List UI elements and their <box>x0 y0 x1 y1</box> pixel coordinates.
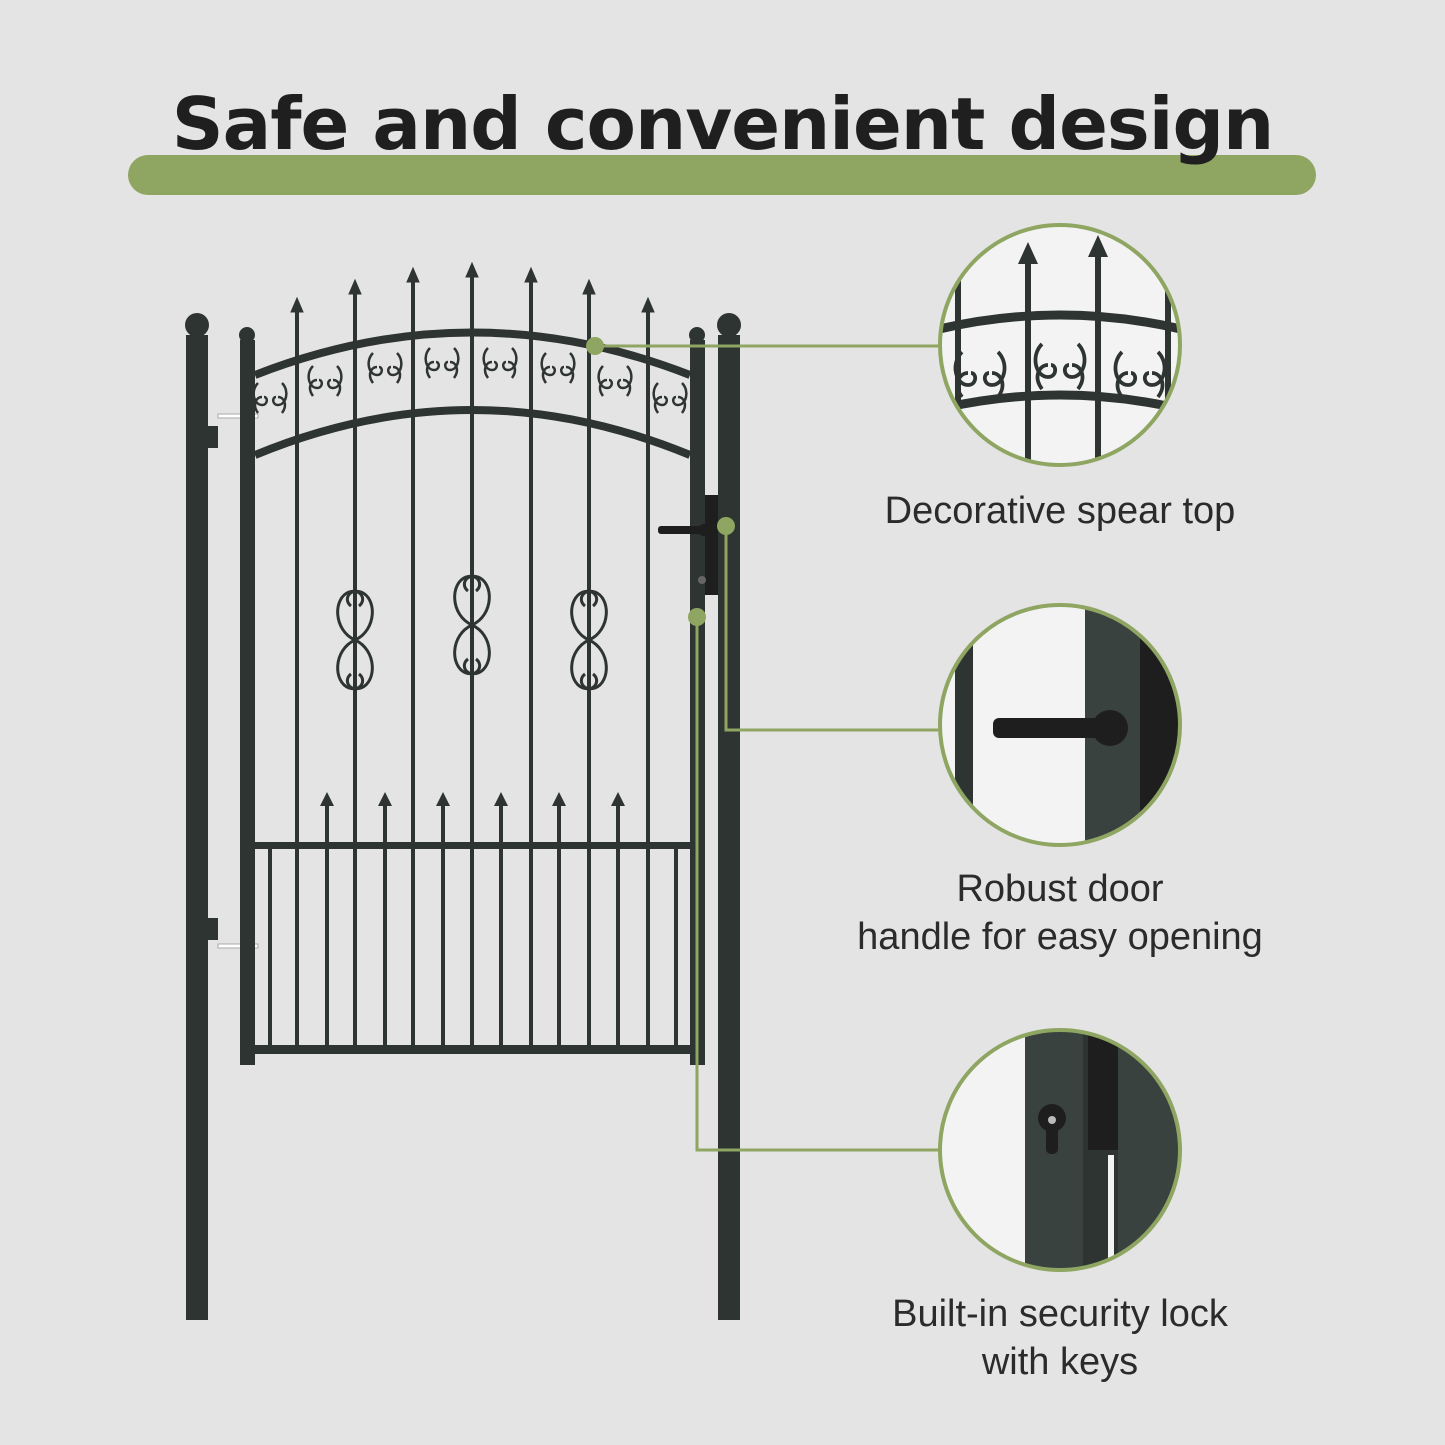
left-post <box>185 313 209 1320</box>
caption-line: Built-in security lock <box>892 1293 1228 1335</box>
door-handle[interactable] <box>658 495 718 595</box>
feature-caption-security-lock: Built-in security lock with keys <box>780 1290 1340 1386</box>
top-hinge <box>208 413 259 448</box>
right-post <box>717 313 741 1320</box>
feature-caption-spear-top: Decorative spear top <box>780 487 1340 535</box>
callout-lines <box>595 344 940 1152</box>
feature-caption-door-handle: Robust door handle for easy opening <box>780 865 1340 961</box>
bottom-hinge <box>208 918 259 949</box>
title-highlight-bar <box>128 155 1316 195</box>
spear-top-icon <box>938 223 1182 467</box>
page-title: Safe and convenient design <box>171 82 1275 166</box>
caption-line: handle for easy opening <box>857 916 1263 958</box>
short-pickets <box>268 792 678 1045</box>
tall-pickets <box>290 261 655 1045</box>
door-handle-icon <box>938 603 1182 847</box>
caption-line: Decorative spear top <box>884 490 1236 532</box>
caption-line: with keys <box>981 1341 1139 1383</box>
security-lock-icon <box>938 1028 1182 1272</box>
caption-line: Robust door <box>956 868 1164 910</box>
callout-dots <box>586 337 735 626</box>
